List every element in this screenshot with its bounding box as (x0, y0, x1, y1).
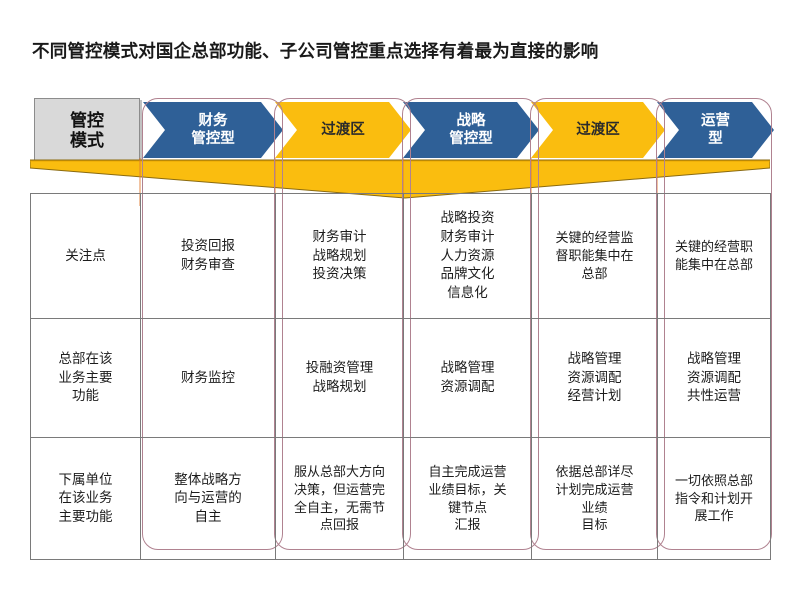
cell-line: 投资决策 (312, 266, 367, 282)
arrow-financial-control[interactable]: 财务管控型 (143, 102, 283, 158)
cell-r1-c0: 财务监控 (140, 318, 276, 438)
cell-line: 整体战略方 (174, 471, 242, 487)
control-mode-table: 关注点 投资回报财务审查 财务审计战略规划投资决策 战略投资财务审计人力资源品牌… (30, 193, 771, 560)
arrow-transition-zone-2[interactable]: 过渡区 (531, 102, 665, 158)
cell-line: 信息化 (447, 284, 488, 300)
cell-line: 服从总部大方向 (293, 463, 385, 479)
arrow-label-line: 过渡区 (321, 121, 365, 138)
table-row: 总部在该业务主要功能 财务监控 投融资管理战略规划 战略管理资源调配 战略管理资… (30, 318, 771, 438)
cell-line: 自主 (194, 508, 222, 524)
cell-line: 战略规划 (312, 247, 367, 263)
arrow-label-line: 战略 (456, 112, 486, 129)
cell-r2-c3: 依据总部详尽计划完成运营业绩目标 (531, 437, 658, 560)
cell-line: 战略管理 (440, 360, 495, 376)
row-label-subsidiary-function: 下属单位在该业务主要功能 (30, 437, 141, 560)
cell-r0-c0: 投资回报财务审查 (140, 193, 276, 319)
mode-header-band: 管控 模式 财务管控型 过渡区 战略管控型 过渡区 运营型 (30, 96, 770, 166)
cell-r1-c3: 战略管理资源调配经营计划 (531, 318, 658, 438)
row-label-hq-function: 总部在该业务主要功能 (30, 318, 141, 438)
mode-label-line2: 模式 (70, 131, 104, 150)
cell-line: 资源调配 (440, 379, 495, 394)
cell-line: 目标 (581, 517, 608, 533)
cell-line: 战略投资 (440, 210, 495, 226)
cell-line: 战略管理 (687, 351, 741, 367)
cell-line: 展工作 (694, 508, 734, 524)
cell-line: 关键的经营职 (674, 239, 753, 255)
cell-line: 经营计划 (567, 388, 622, 404)
cell-line: 总部 (581, 265, 608, 281)
cell-line: 督职能集中在 (555, 248, 634, 264)
cell-line: 在该业务 (58, 490, 113, 506)
cell-line: 业绩 (581, 499, 608, 515)
arrow-transition-zone-1[interactable]: 过渡区 (275, 102, 411, 158)
arrow-label-line: 管控型 (191, 131, 235, 147)
cell-r0-c3: 关键的经营监督职能集中在总部 (531, 193, 658, 319)
arrow-label-line: 过渡区 (576, 121, 620, 138)
row-label-focus: 关注点 (30, 193, 141, 319)
arrow-label-line: 型 (708, 131, 723, 147)
cell-line: 资源调配 (567, 369, 622, 385)
cell-line: 主要功能 (58, 508, 113, 524)
arrow-label-line: 财务 (198, 112, 228, 129)
table-body: 关注点 投资回报财务审查 财务审计战略规划投资决策 战略投资财务审计人力资源品牌… (30, 193, 771, 560)
cell-line: 人力资源 (440, 247, 495, 263)
cell-r2-c4: 一切依照总部指令和计划开展工作 (657, 437, 771, 560)
cell-line: 财务审计 (312, 229, 367, 245)
cell-r0-c4: 关键的经营职能集中在总部 (657, 193, 771, 319)
arrow-label-line: 运营 (701, 112, 730, 129)
cell-line: 财务监控 (181, 369, 235, 385)
cell-line: 业务主要 (58, 369, 113, 385)
cell-r2-c2: 自主完成运营业绩目标，关键节点汇报 (403, 437, 532, 560)
page-title: 不同管控模式对国企总部功能、子公司管控重点选择有着最为直接的影响 (32, 41, 599, 61)
mode-label-line1: 管控 (70, 110, 104, 130)
cell-r0-c2: 战略投资财务审计人力资源品牌文化信息化 (403, 193, 532, 319)
cell-line: 关注点 (65, 247, 106, 263)
cell-r0-c1: 财务审计战略规划投资决策 (275, 193, 404, 319)
cell-line: 一切依照总部 (674, 472, 753, 488)
funnel-wedge (30, 159, 770, 199)
arrow-strategic-control[interactable]: 战略管控型 (403, 102, 539, 158)
cell-line: 财务审计 (440, 229, 495, 245)
table-row: 关注点 投资回报财务审查 财务审计战略规划投资决策 战略投资财务审计人力资源品牌… (30, 193, 771, 319)
cell-r1-c4: 战略管理资源调配共性运营 (657, 318, 771, 438)
cell-line: 决策，但运营完 (293, 481, 385, 497)
cell-r2-c0: 整体战略方向与运营的自主 (140, 437, 276, 560)
cell-line: 功能 (72, 388, 99, 404)
arrow-label-line: 管控型 (449, 131, 493, 147)
cell-line: 汇报 (454, 517, 481, 533)
cell-line: 资源调配 (687, 369, 741, 385)
cell-r1-c2: 战略管理资源调配 (403, 318, 532, 438)
table-row: 下属单位在该业务主要功能 整体战略方向与运营的自主 服从总部大方向决策，但运营完… (30, 437, 771, 560)
cell-line: 向与运营的 (174, 490, 242, 506)
cell-line: 共性运营 (687, 388, 741, 404)
cell-line: 品牌文化 (440, 266, 495, 282)
mode-label-box: 管控 模式 (34, 98, 140, 164)
cell-line: 依据总部详尽 (555, 463, 634, 479)
cell-line: 全自主，无需节 (293, 499, 385, 515)
cell-line: 战略规划 (312, 379, 367, 394)
cell-line: 投资回报 (181, 238, 235, 254)
cell-line: 总部在该 (58, 351, 113, 367)
cell-r1-c1: 投融资管理战略规划 (275, 318, 404, 438)
cell-line: 投融资管理 (305, 360, 374, 376)
cell-r2-c1: 服从总部大方向决策，但运营完全自主，无需节点回报 (275, 437, 404, 560)
funnel-shape (30, 159, 770, 199)
cell-line: 关键的经营监 (555, 230, 634, 246)
cell-line: 计划完成运营 (555, 481, 634, 497)
cell-line: 下属单位 (58, 471, 113, 487)
arrow-operational-control[interactable]: 运营型 (657, 102, 774, 158)
cell-line: 财务审查 (181, 257, 235, 272)
cell-line: 业绩目标，关 (428, 481, 507, 497)
cell-line: 战略管理 (567, 351, 622, 367)
cell-line: 点回报 (319, 517, 359, 533)
cell-line: 键节点 (447, 499, 487, 515)
cell-line: 能集中在总部 (674, 257, 753, 272)
cell-line: 自主完成运营 (428, 463, 507, 479)
cell-line: 指令和计划开 (674, 490, 753, 506)
